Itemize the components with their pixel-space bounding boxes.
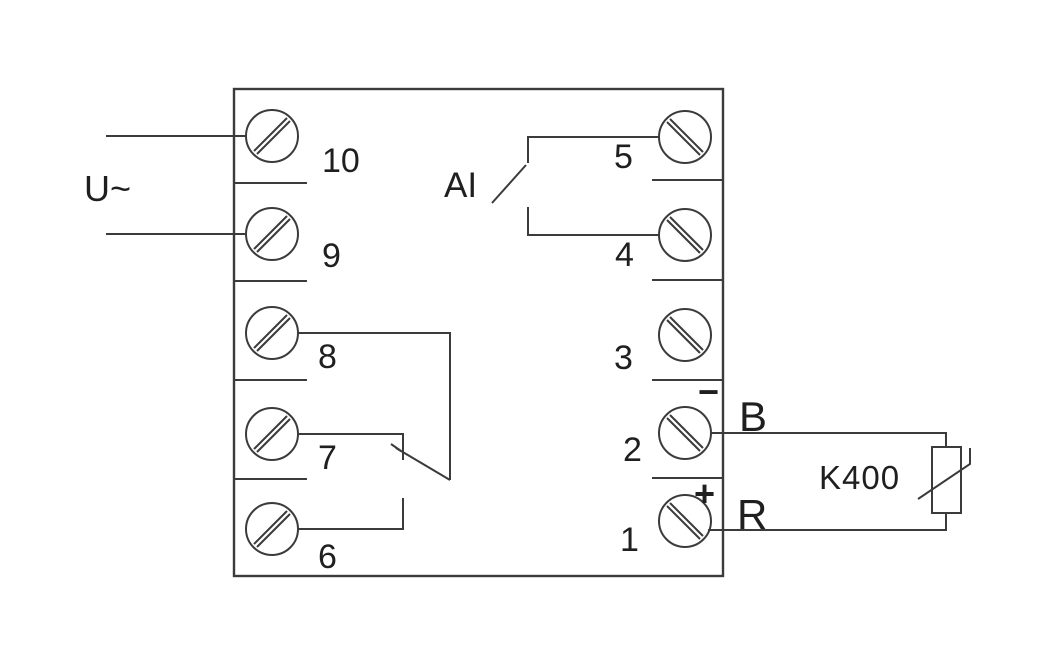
terminal-label-9: 9: [322, 237, 341, 275]
sensor-type-label: K400: [819, 459, 900, 496]
terminal-left-10: 10: [245, 109, 360, 180]
terminal-left-7: 7: [245, 407, 337, 477]
sensor-wire-b: [710, 432, 947, 447]
switch-upper-contact-wire: [527, 136, 660, 163]
terminal-label-10: 10: [322, 142, 360, 180]
terminal-right-2: 2: [623, 406, 712, 469]
relay-blade: [395, 447, 451, 481]
terminal-label-6: 6: [318, 538, 337, 576]
sensor-circuit: [708, 432, 971, 531]
polarity-minus-sign: −: [698, 371, 719, 412]
screw-terminal-icon: [658, 494, 712, 548]
relay-common-wire-8: [298, 332, 451, 480]
sensor-terminal-b-label: B: [739, 393, 767, 440]
relay-nc-contact-wire-7: [298, 433, 404, 460]
polarity-plus-sign: +: [694, 473, 715, 514]
switch-lower-contact-wire: [527, 207, 660, 236]
power-supply-wires: [106, 135, 246, 235]
switch-blade: [491, 164, 527, 204]
sensor-wire-r: [708, 513, 947, 531]
terminal-right-3: 3: [614, 308, 712, 377]
ai-input-switch: [491, 136, 660, 236]
screw-terminal-icon: [245, 306, 299, 360]
screw-terminal-icon: [245, 502, 299, 556]
terminal-left-6: 6: [245, 502, 337, 576]
terminal-label-2: 2: [623, 431, 642, 469]
terminal-label-8: 8: [318, 338, 337, 376]
screw-terminal-icon: [658, 208, 712, 262]
terminal-right-1: 1: [620, 494, 712, 559]
terminal-left-9: 9: [245, 207, 341, 275]
screw-terminal-icon: [245, 407, 299, 461]
terminal-label-3: 3: [614, 339, 633, 377]
power-label: U~: [84, 168, 131, 209]
terminal-separators-left: [234, 182, 307, 480]
screw-terminal-icon: [245, 207, 299, 261]
relay-changeover-contact: [298, 332, 451, 530]
terminal-label-1: 1: [620, 521, 639, 559]
sensor-terminal-r-label: R: [737, 491, 767, 538]
terminal-label-7: 7: [318, 439, 337, 477]
device-outline: [232, 87, 725, 578]
ai-input-label: AI: [444, 166, 477, 205]
screw-terminal-icon: [658, 308, 712, 362]
screw-terminal-icon: [245, 109, 299, 163]
screw-terminal-icon: [658, 406, 712, 460]
relay-no-contact-wire-6: [298, 498, 404, 530]
terminal-separators-right: [652, 179, 723, 479]
terminal-label-4: 4: [615, 236, 634, 274]
terminal-label-5: 5: [614, 138, 633, 176]
thermistor-icon: [917, 446, 971, 514]
terminal-left-8: 8: [245, 306, 337, 376]
terminal-right-5: 5: [614, 110, 712, 176]
screw-terminal-icon: [658, 110, 712, 164]
terminal-right-4: 4: [615, 208, 712, 274]
